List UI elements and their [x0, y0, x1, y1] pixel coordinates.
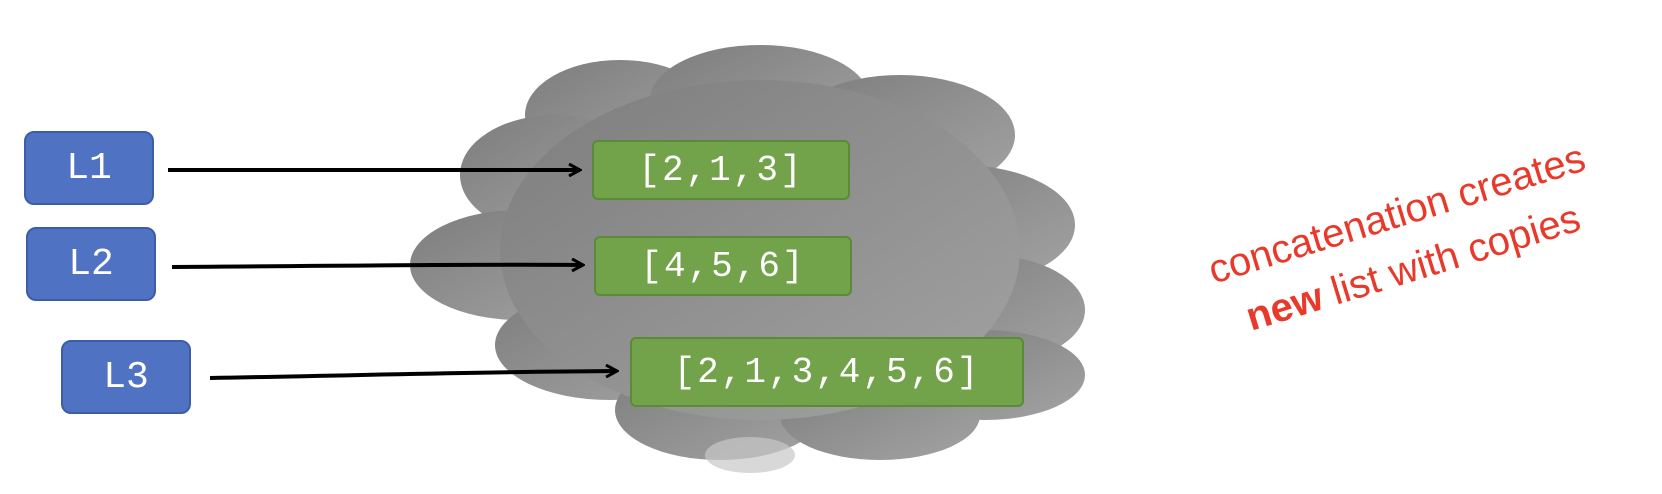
- arrow-l2: [171, 265, 583, 267]
- list-4-5-6: [4,5,6]: [594, 236, 852, 296]
- variable-l2: L2: [26, 227, 156, 301]
- list-2-1-3: [2,1,3]: [592, 140, 850, 200]
- variable-l1: L1: [24, 131, 154, 205]
- list-concatenated: [2,1,3,4,5,6]: [630, 337, 1024, 407]
- arrows: [168, 170, 617, 380]
- variable-l3: L3: [61, 340, 191, 414]
- arrow-l3: [209, 371, 617, 380]
